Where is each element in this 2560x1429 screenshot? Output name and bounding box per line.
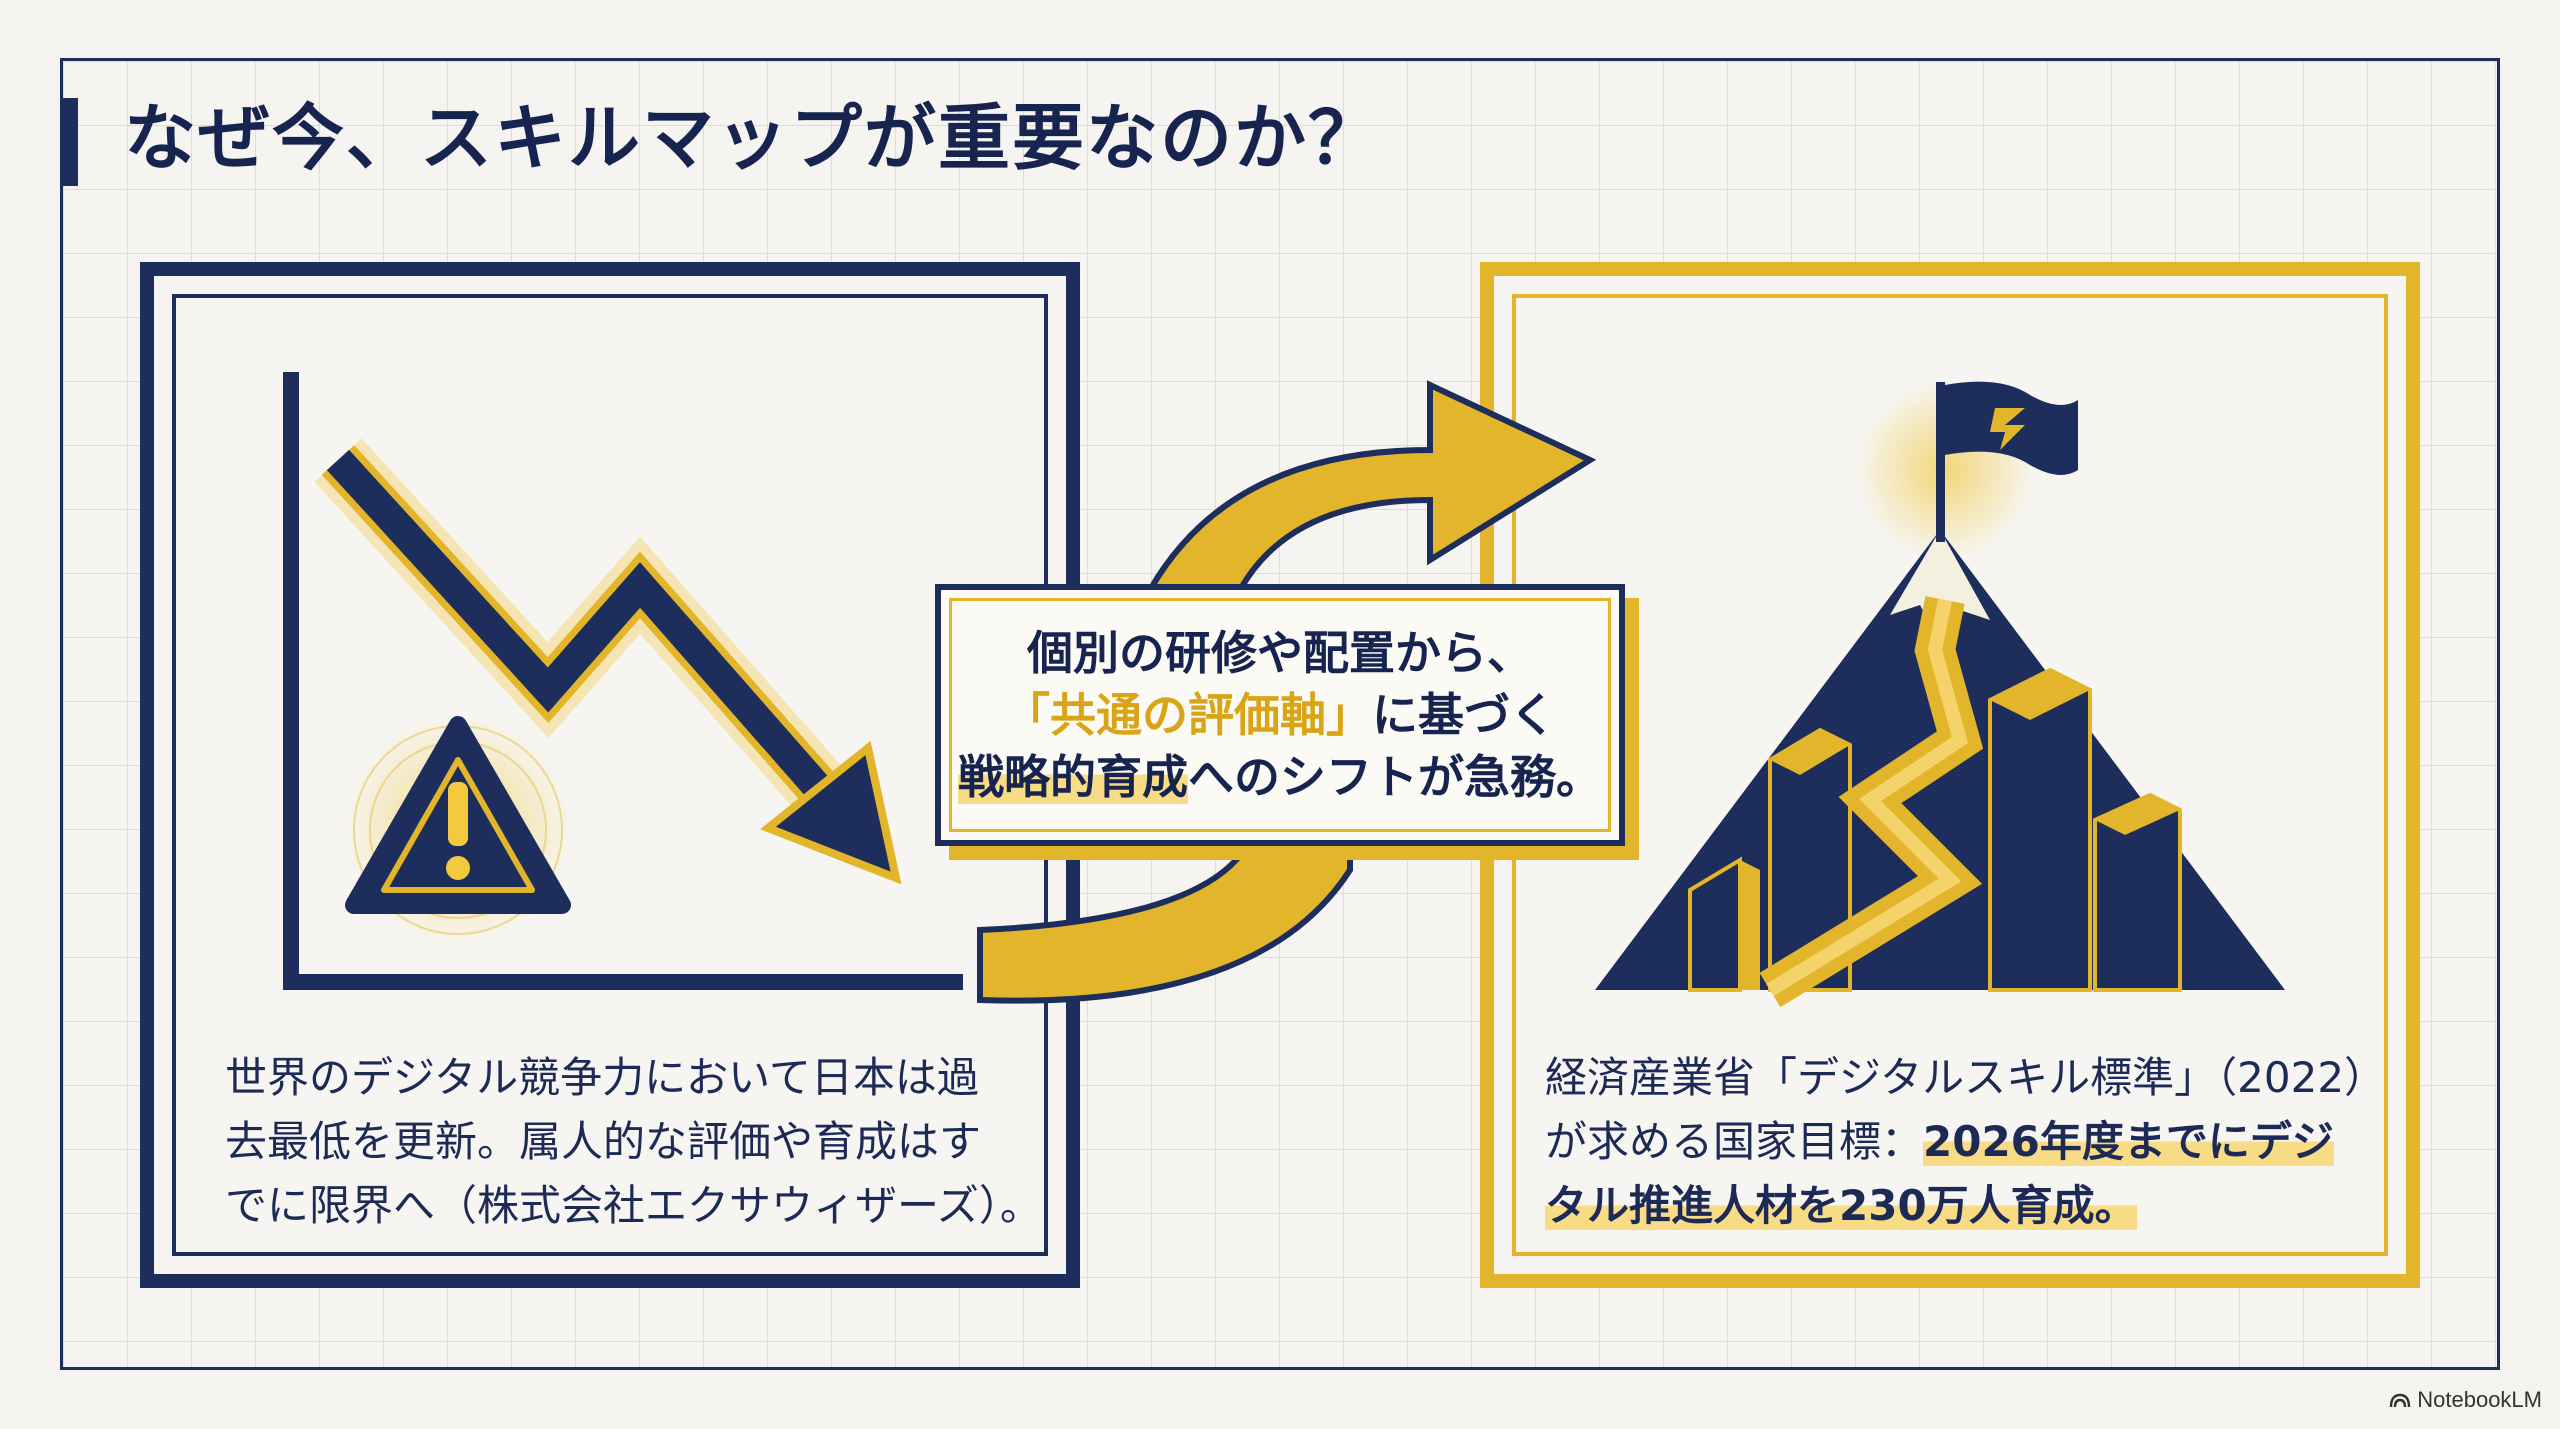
- credit-text: NotebookLM: [2417, 1387, 2542, 1412]
- left-card-description: 世界のデジタル競争力において日本は過 去最低を更新。属人的な評価や育成はす でに…: [225, 1046, 1065, 1238]
- callout-text-2: に基づく: [1372, 688, 1556, 742]
- chart-axes-icon: [283, 372, 963, 990]
- callout-box: 個別の研修や配置から、 「共通の評価軸」に基づく 戦略的育成へのシフトが急務。: [935, 584, 1625, 846]
- notebooklm-logo-icon: [2390, 1393, 2411, 1408]
- callout-text-1: 個別の研修や配置から、: [1027, 626, 1533, 680]
- callout-line-2: 「共通の評価軸」に基づく: [941, 684, 1619, 746]
- callout-line-3: 戦略的育成へのシフトが急務。: [941, 746, 1619, 808]
- left-text-line-3: でに限界へ（株式会社エクサウィザーズ）。: [225, 1181, 1042, 1230]
- notebooklm-credit: NotebookLM: [2389, 1387, 2542, 1413]
- declining-trend-arrow-icon: [314, 438, 902, 885]
- right-card-description: 経済産業省「デジタルスキル標準」（2022） が求める国家目標：2026年度まで…: [1545, 1046, 2405, 1238]
- callout-highlight-strategy: 戦略的育成: [958, 750, 1188, 804]
- right-text-line-3-highlight: タル推進人材を230万人育成。: [1545, 1181, 2137, 1230]
- callout-highlight-axis: 「共通の評価軸」: [1004, 688, 1372, 742]
- right-text-line-2-highlight: 2026年度までにデジ: [1923, 1117, 2334, 1166]
- right-text-line-1: 経済産業省「デジタルスキル標準」（2022）: [1545, 1053, 2387, 1102]
- title-accent-bar: [60, 98, 78, 186]
- mountain-summit-icon: [1595, 380, 2285, 1008]
- callout-line-1: 個別の研修や配置から、: [941, 622, 1619, 684]
- page-title: なぜ今、スキルマップが重要なのか？: [124, 96, 1383, 180]
- right-text-line-2-plain: が求める国家目標：: [1545, 1117, 1924, 1166]
- callout-text-3: へのシフトが急務。: [1188, 750, 1602, 804]
- right-text-line-3: タル推進人材を230万人育成。: [1545, 1174, 2405, 1238]
- left-text-line-1: 世界のデジタル競争力において日本は過: [225, 1053, 979, 1102]
- warning-icon: [343, 715, 573, 945]
- right-text-line-2: が求める国家目標：2026年度までにデジ: [1545, 1110, 2405, 1174]
- left-text-line-2: 去最低を更新。属人的な評価や育成はす: [225, 1117, 982, 1166]
